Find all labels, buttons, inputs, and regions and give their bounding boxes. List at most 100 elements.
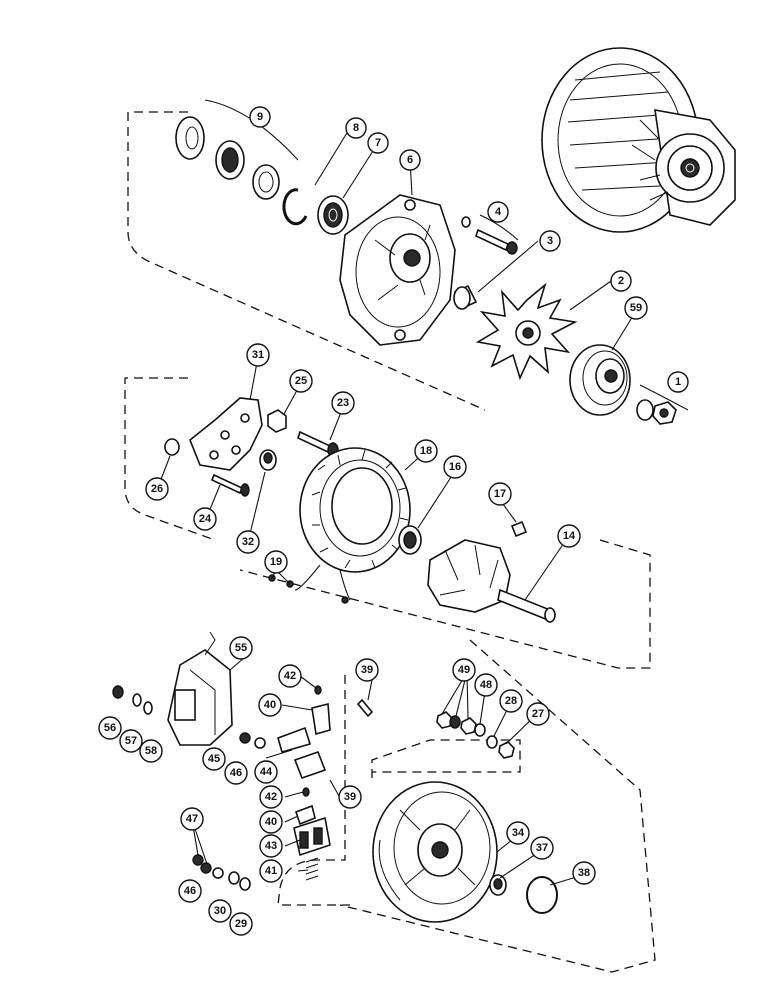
- nut-part: [267, 409, 287, 433]
- svg-text:40: 40: [264, 699, 276, 711]
- callout-9: 9: [249, 106, 271, 128]
- terminal-nuts-washers-part: [436, 711, 515, 759]
- rotor-part: [427, 539, 556, 623]
- callout-40-lower: 40: [259, 810, 283, 834]
- svg-text:40: 40: [265, 816, 277, 828]
- svg-text:42: 42: [265, 791, 277, 803]
- group-outlines: [124, 111, 656, 973]
- snap-ring-part: [282, 188, 308, 226]
- regulator-part: [167, 631, 233, 746]
- svg-text:39: 39: [344, 791, 356, 803]
- svg-text:57: 57: [125, 735, 137, 747]
- svg-text:31: 31: [252, 349, 264, 361]
- svg-text:17: 17: [494, 488, 506, 500]
- callout-45: 45: [202, 747, 226, 771]
- callout-58: 58: [139, 739, 163, 763]
- insulator-part: [164, 438, 180, 456]
- svg-text:14: 14: [563, 530, 576, 542]
- svg-text:29: 29: [235, 918, 247, 930]
- svg-text:1: 1: [675, 376, 681, 388]
- svg-text:59: 59: [630, 302, 642, 314]
- callout-23: 23: [331, 391, 355, 415]
- plug-part: [489, 874, 507, 896]
- regulator-screw-part: [112, 685, 153, 715]
- rear-housing-part: [372, 781, 498, 923]
- callout-42-lower: 42: [259, 785, 283, 809]
- callout-44: 44: [254, 760, 278, 784]
- callout-3: 3: [539, 230, 561, 252]
- svg-text:48: 48: [480, 679, 492, 691]
- svg-text:44: 44: [260, 766, 273, 778]
- callout-24: 24: [193, 507, 217, 531]
- svg-text:56: 56: [104, 722, 116, 734]
- callout-1: 1: [667, 371, 689, 393]
- svg-text:27: 27: [532, 708, 544, 720]
- callout-25: 25: [289, 369, 313, 393]
- heat-sink-bracket-part: [189, 397, 263, 471]
- callout-56: 56: [98, 716, 122, 740]
- rear-group-outline: [277, 639, 656, 973]
- svg-text:24: 24: [199, 513, 212, 525]
- stator-part: [294, 447, 411, 601]
- fan-part: [475, 282, 578, 381]
- svg-text:47: 47: [186, 813, 198, 825]
- svg-text:19: 19: [270, 556, 282, 568]
- callout-59: 59: [624, 296, 648, 320]
- callout-55: 55: [229, 636, 253, 660]
- pulley-nut-part: [636, 399, 677, 425]
- callout-57: 57: [119, 729, 143, 753]
- diode-part: [259, 449, 277, 471]
- callout-46-lower: 46: [178, 879, 202, 903]
- callout-48: 48: [474, 673, 498, 697]
- seal-kit-part: [175, 116, 280, 200]
- front-bearing-part: [317, 195, 349, 235]
- svg-text:25: 25: [295, 375, 307, 387]
- svg-text:43: 43: [265, 840, 277, 852]
- rear-bearing-part: [398, 525, 422, 555]
- svg-text:26: 26: [151, 483, 163, 495]
- callout-17: 17: [488, 482, 512, 506]
- callout-38: 38: [572, 861, 596, 885]
- svg-text:39: 39: [361, 664, 373, 676]
- callout-41: 41: [259, 859, 283, 883]
- svg-text:28: 28: [505, 695, 517, 707]
- spacer-part: [453, 284, 478, 310]
- rotor-group-outline: [124, 377, 651, 669]
- callout-8: 8: [345, 117, 367, 139]
- svg-text:8: 8: [353, 122, 359, 134]
- callout-27: 27: [526, 702, 550, 726]
- callout-49: 49: [452, 658, 476, 682]
- callout-28: 28: [499, 689, 523, 713]
- callouts: 9 8 7 6 4 3 2 59 1 31 25 23 18 16 17 14 …: [98, 106, 689, 936]
- pulley-part: [569, 344, 631, 416]
- svg-text:34: 34: [512, 827, 525, 839]
- svg-text:46: 46: [184, 885, 196, 897]
- small-nut-washer-part: [239, 732, 266, 749]
- callout-31: 31: [246, 343, 270, 367]
- o-ring-part: [526, 876, 558, 914]
- svg-text:41: 41: [265, 865, 277, 877]
- svg-text:58: 58: [145, 745, 157, 757]
- svg-text:3: 3: [547, 235, 553, 247]
- callout-26: 26: [145, 477, 169, 501]
- screw-24-part: [210, 473, 250, 497]
- callout-14: 14: [557, 524, 581, 548]
- svg-text:55: 55: [235, 642, 247, 654]
- svg-text:9: 9: [257, 111, 263, 123]
- callout-16: 16: [443, 455, 467, 479]
- callout-4: 4: [487, 201, 509, 223]
- assembled-alternator: [541, 47, 736, 233]
- svg-text:46: 46: [230, 767, 242, 779]
- front-group-outline: [127, 111, 486, 411]
- svg-text:2: 2: [618, 275, 624, 287]
- svg-text:49: 49: [458, 664, 470, 676]
- callout-19: 19: [264, 550, 288, 574]
- callout-43: 43: [259, 834, 283, 858]
- callout-40-upper: 40: [258, 693, 282, 717]
- callout-47: 47: [180, 807, 204, 831]
- svg-text:16: 16: [449, 461, 461, 473]
- woodruff-key-part: [510, 520, 528, 538]
- svg-text:18: 18: [420, 445, 432, 457]
- svg-text:42: 42: [284, 670, 296, 682]
